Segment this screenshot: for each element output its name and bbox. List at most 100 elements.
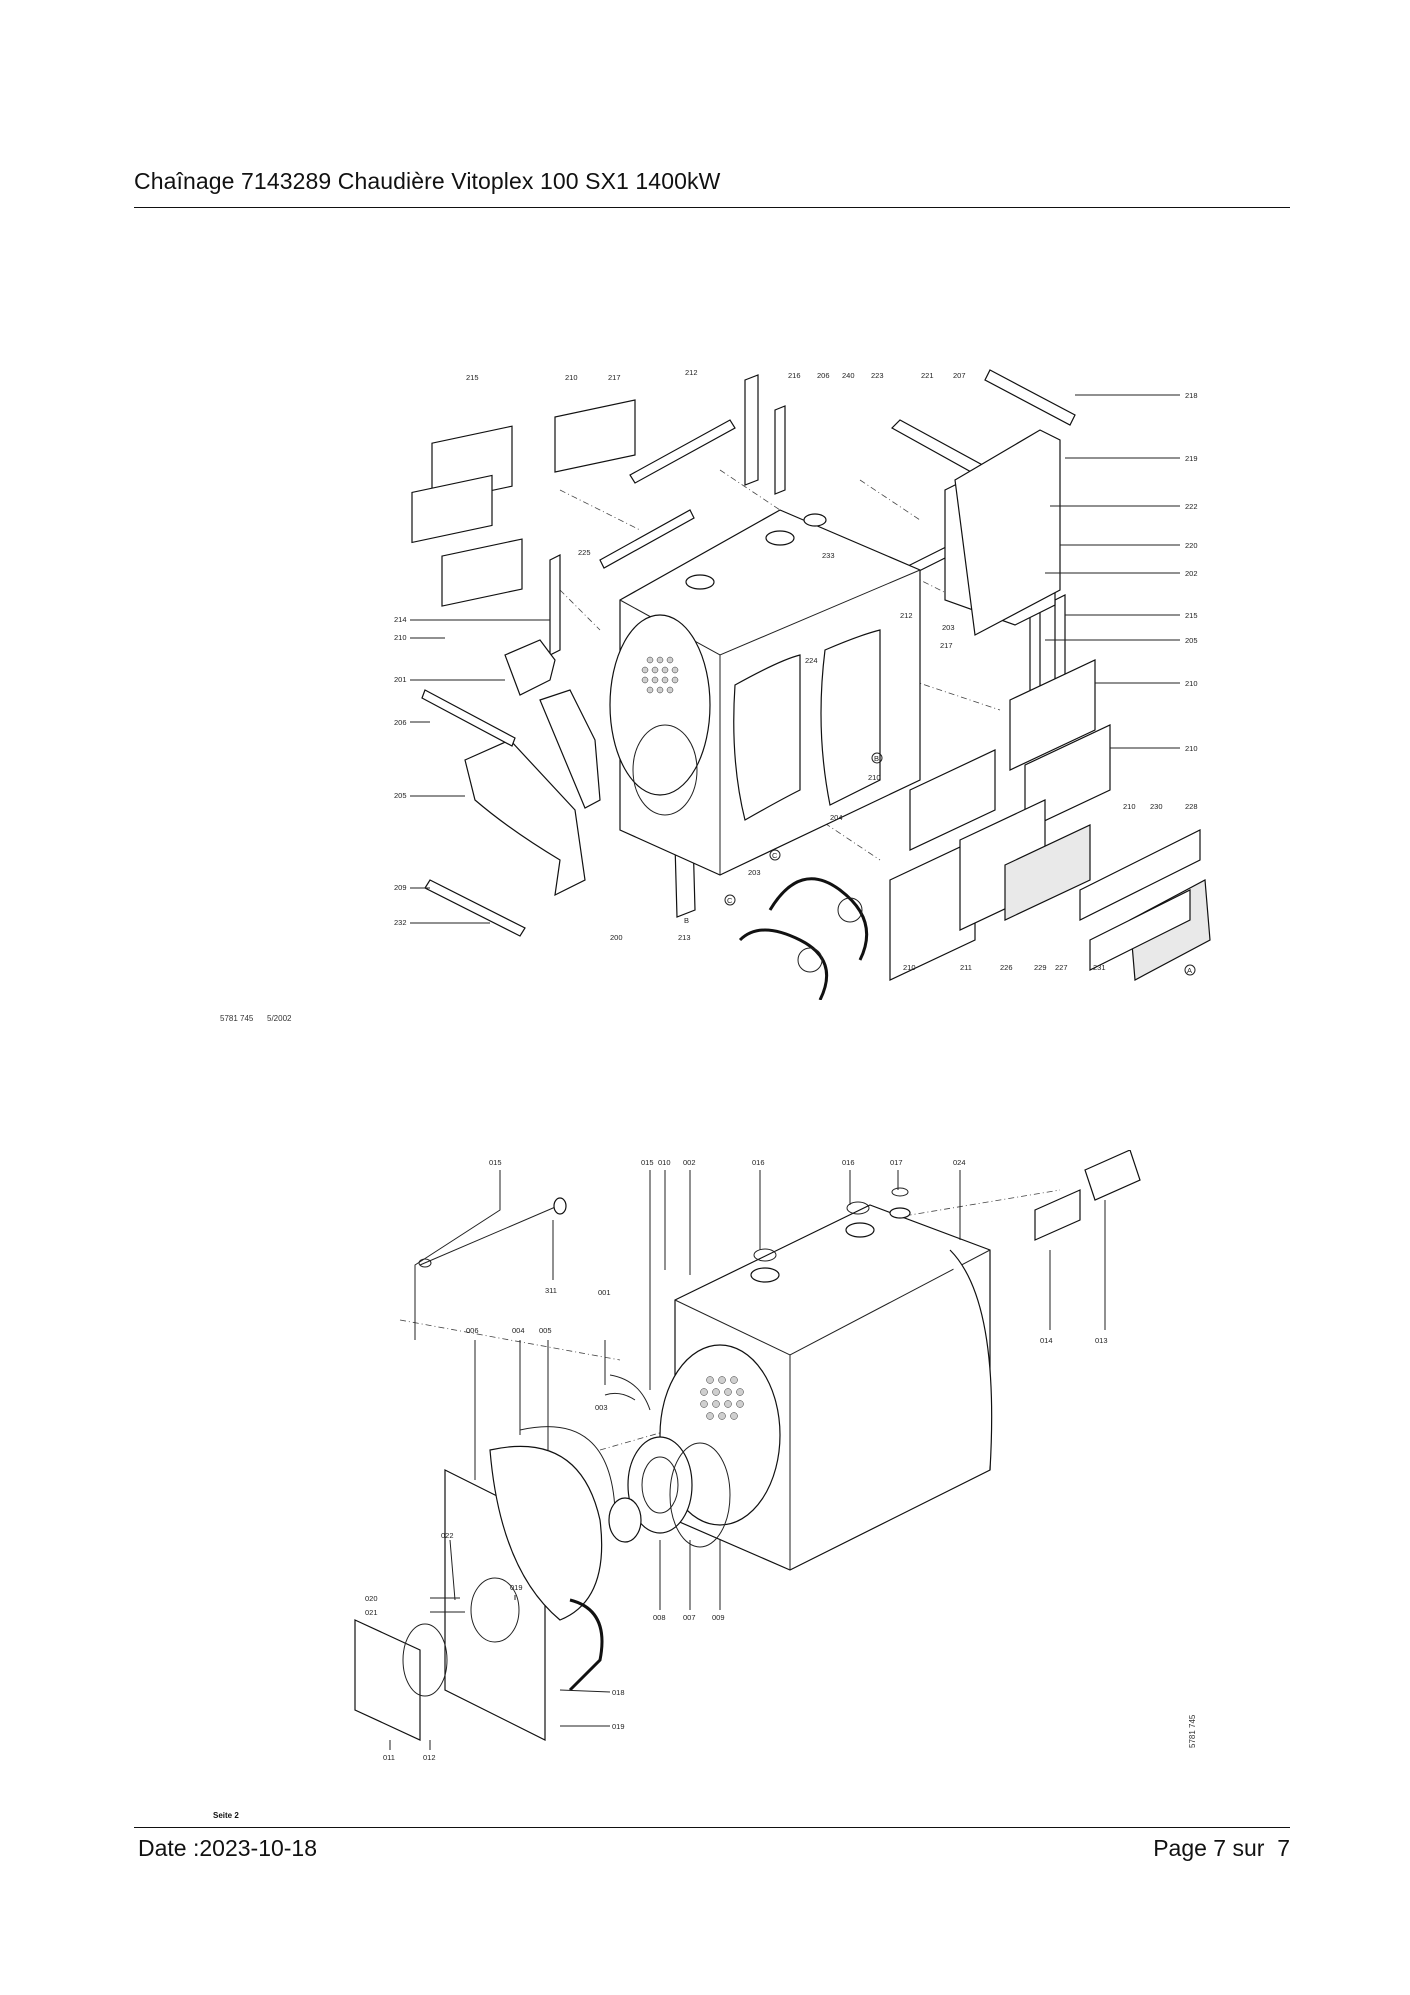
rail-206 bbox=[421, 689, 516, 747]
callout-228: 228 bbox=[1185, 802, 1198, 811]
callout-230: 230 bbox=[1150, 802, 1163, 811]
callout-022: 022 bbox=[441, 1531, 454, 1540]
callout-210l: 210 bbox=[394, 633, 407, 642]
panel-226 bbox=[1004, 824, 1091, 921]
source-page-label: Seite 2 bbox=[213, 1811, 239, 1820]
callout-202: 202 bbox=[1185, 569, 1198, 578]
insulation-004 bbox=[489, 1445, 603, 1621]
cable-B bbox=[738, 928, 829, 1000]
callout-205r: 205 bbox=[1185, 636, 1198, 645]
flange-3 bbox=[803, 513, 827, 527]
callout-016b: 016 bbox=[842, 1158, 855, 1167]
callout-200: 200 bbox=[610, 933, 623, 942]
flange-2b bbox=[845, 1222, 875, 1238]
block-201 bbox=[504, 639, 556, 696]
marker-B2: B bbox=[684, 916, 689, 925]
callout-013: 013 bbox=[1095, 1336, 1108, 1345]
post-205r bbox=[1029, 604, 1041, 696]
callout-210r2: 210 bbox=[1185, 744, 1198, 753]
callout-229: 229 bbox=[1034, 963, 1047, 972]
panel-210-left bbox=[441, 538, 523, 607]
panel-210-top bbox=[554, 399, 636, 473]
callout-015: 015 bbox=[489, 1158, 502, 1167]
callout-217b: 217 bbox=[940, 641, 953, 650]
callout-209: 209 bbox=[394, 883, 407, 892]
exploded-view-boiler: 015 311 015 010 002 016 016 017 024 001 … bbox=[354, 1150, 1141, 1762]
callout-019a: 019 bbox=[510, 1583, 523, 1592]
exploded-view-cladding: 215 210 217 212 216 206 240 223 221 207 … bbox=[394, 368, 1211, 1000]
callout-231: 231 bbox=[1093, 963, 1106, 972]
callout-203m: 203 bbox=[942, 623, 955, 632]
callout-024: 024 bbox=[953, 1158, 966, 1167]
callout-216: 216 bbox=[788, 371, 801, 380]
callout-210b: 210 bbox=[903, 963, 916, 972]
flange-2c bbox=[889, 1207, 911, 1219]
ring-007 bbox=[627, 1436, 693, 1534]
callout-011: 011 bbox=[383, 1753, 395, 1762]
rail-209 bbox=[424, 879, 526, 937]
boiler-front-plate bbox=[609, 614, 711, 796]
marker-C1: C bbox=[772, 851, 778, 860]
marker-C2: C bbox=[727, 896, 733, 905]
callout-207: 207 bbox=[953, 371, 966, 380]
block-205 bbox=[464, 739, 586, 897]
rail-225 bbox=[599, 509, 695, 569]
footer-rule bbox=[134, 1827, 1290, 1828]
panel-215b bbox=[411, 474, 493, 544]
callout-010: 010 bbox=[658, 1158, 671, 1167]
callout-008: 008 bbox=[653, 1613, 666, 1622]
callout-211: 211 bbox=[960, 963, 972, 972]
callout-212m: 212 bbox=[900, 611, 913, 620]
drawing1-code: 5781 745 bbox=[220, 1014, 254, 1023]
callout-009: 009 bbox=[712, 1613, 725, 1622]
callout-018: 018 bbox=[612, 1688, 625, 1697]
panel-210-r1 bbox=[1009, 659, 1096, 771]
cable-C bbox=[768, 877, 869, 961]
callout-226: 226 bbox=[1000, 963, 1013, 972]
callout-201: 201 bbox=[394, 675, 407, 684]
tube-holes bbox=[641, 656, 679, 694]
callout-206l: 206 bbox=[394, 718, 407, 727]
callout-007: 007 bbox=[683, 1613, 696, 1622]
post-216 bbox=[744, 374, 759, 486]
strip-227 bbox=[1079, 829, 1201, 921]
rail-212 bbox=[629, 419, 736, 484]
post-214 bbox=[549, 554, 561, 656]
panel-220 bbox=[954, 429, 1061, 636]
post-206 bbox=[774, 405, 786, 495]
cable-018 bbox=[568, 1598, 604, 1692]
callout-225: 225 bbox=[578, 548, 591, 557]
callout-001: 001 bbox=[598, 1288, 611, 1297]
callout-227: 227 bbox=[1055, 963, 1068, 972]
callout-213: 213 bbox=[678, 933, 691, 942]
drawing2-code: 5781 745 bbox=[1188, 1714, 1197, 1748]
marker-B1: B bbox=[874, 754, 879, 763]
callout-219: 219 bbox=[1185, 454, 1198, 463]
callout-232: 232 bbox=[394, 918, 407, 927]
rail-218 bbox=[984, 369, 1076, 426]
rod-015 bbox=[419, 1204, 561, 1266]
callout-006: 006 bbox=[466, 1326, 479, 1335]
flange-2 bbox=[765, 530, 795, 546]
callout-223: 223 bbox=[871, 371, 884, 380]
insulation-204 bbox=[820, 629, 881, 806]
callout-240: 240 bbox=[842, 371, 855, 380]
callout-217: 217 bbox=[608, 373, 621, 382]
insulation-203 bbox=[733, 654, 801, 821]
callout-015b: 015 bbox=[641, 1158, 654, 1167]
callout-002: 002 bbox=[683, 1158, 696, 1167]
callout-205l: 205 bbox=[394, 791, 407, 800]
callout-016: 016 bbox=[752, 1158, 765, 1167]
callout-004: 004 bbox=[512, 1326, 525, 1335]
callout-222: 222 bbox=[1185, 502, 1198, 511]
callout-210r1: 210 bbox=[1185, 679, 1198, 688]
page-title: Chaînage 7143289 Chaudière Vitoplex 100 … bbox=[134, 168, 721, 194]
callout-203b: 203 bbox=[748, 868, 761, 877]
footer-page-number: Page 7 sur 7 bbox=[1153, 1835, 1290, 1861]
callout-020: 020 bbox=[365, 1594, 378, 1603]
callout-215: 215 bbox=[466, 373, 479, 382]
callout-221: 221 bbox=[921, 371, 934, 380]
callout-003: 003 bbox=[595, 1403, 608, 1412]
callout-017: 017 bbox=[890, 1158, 903, 1167]
callout-311: 311 bbox=[545, 1286, 557, 1295]
